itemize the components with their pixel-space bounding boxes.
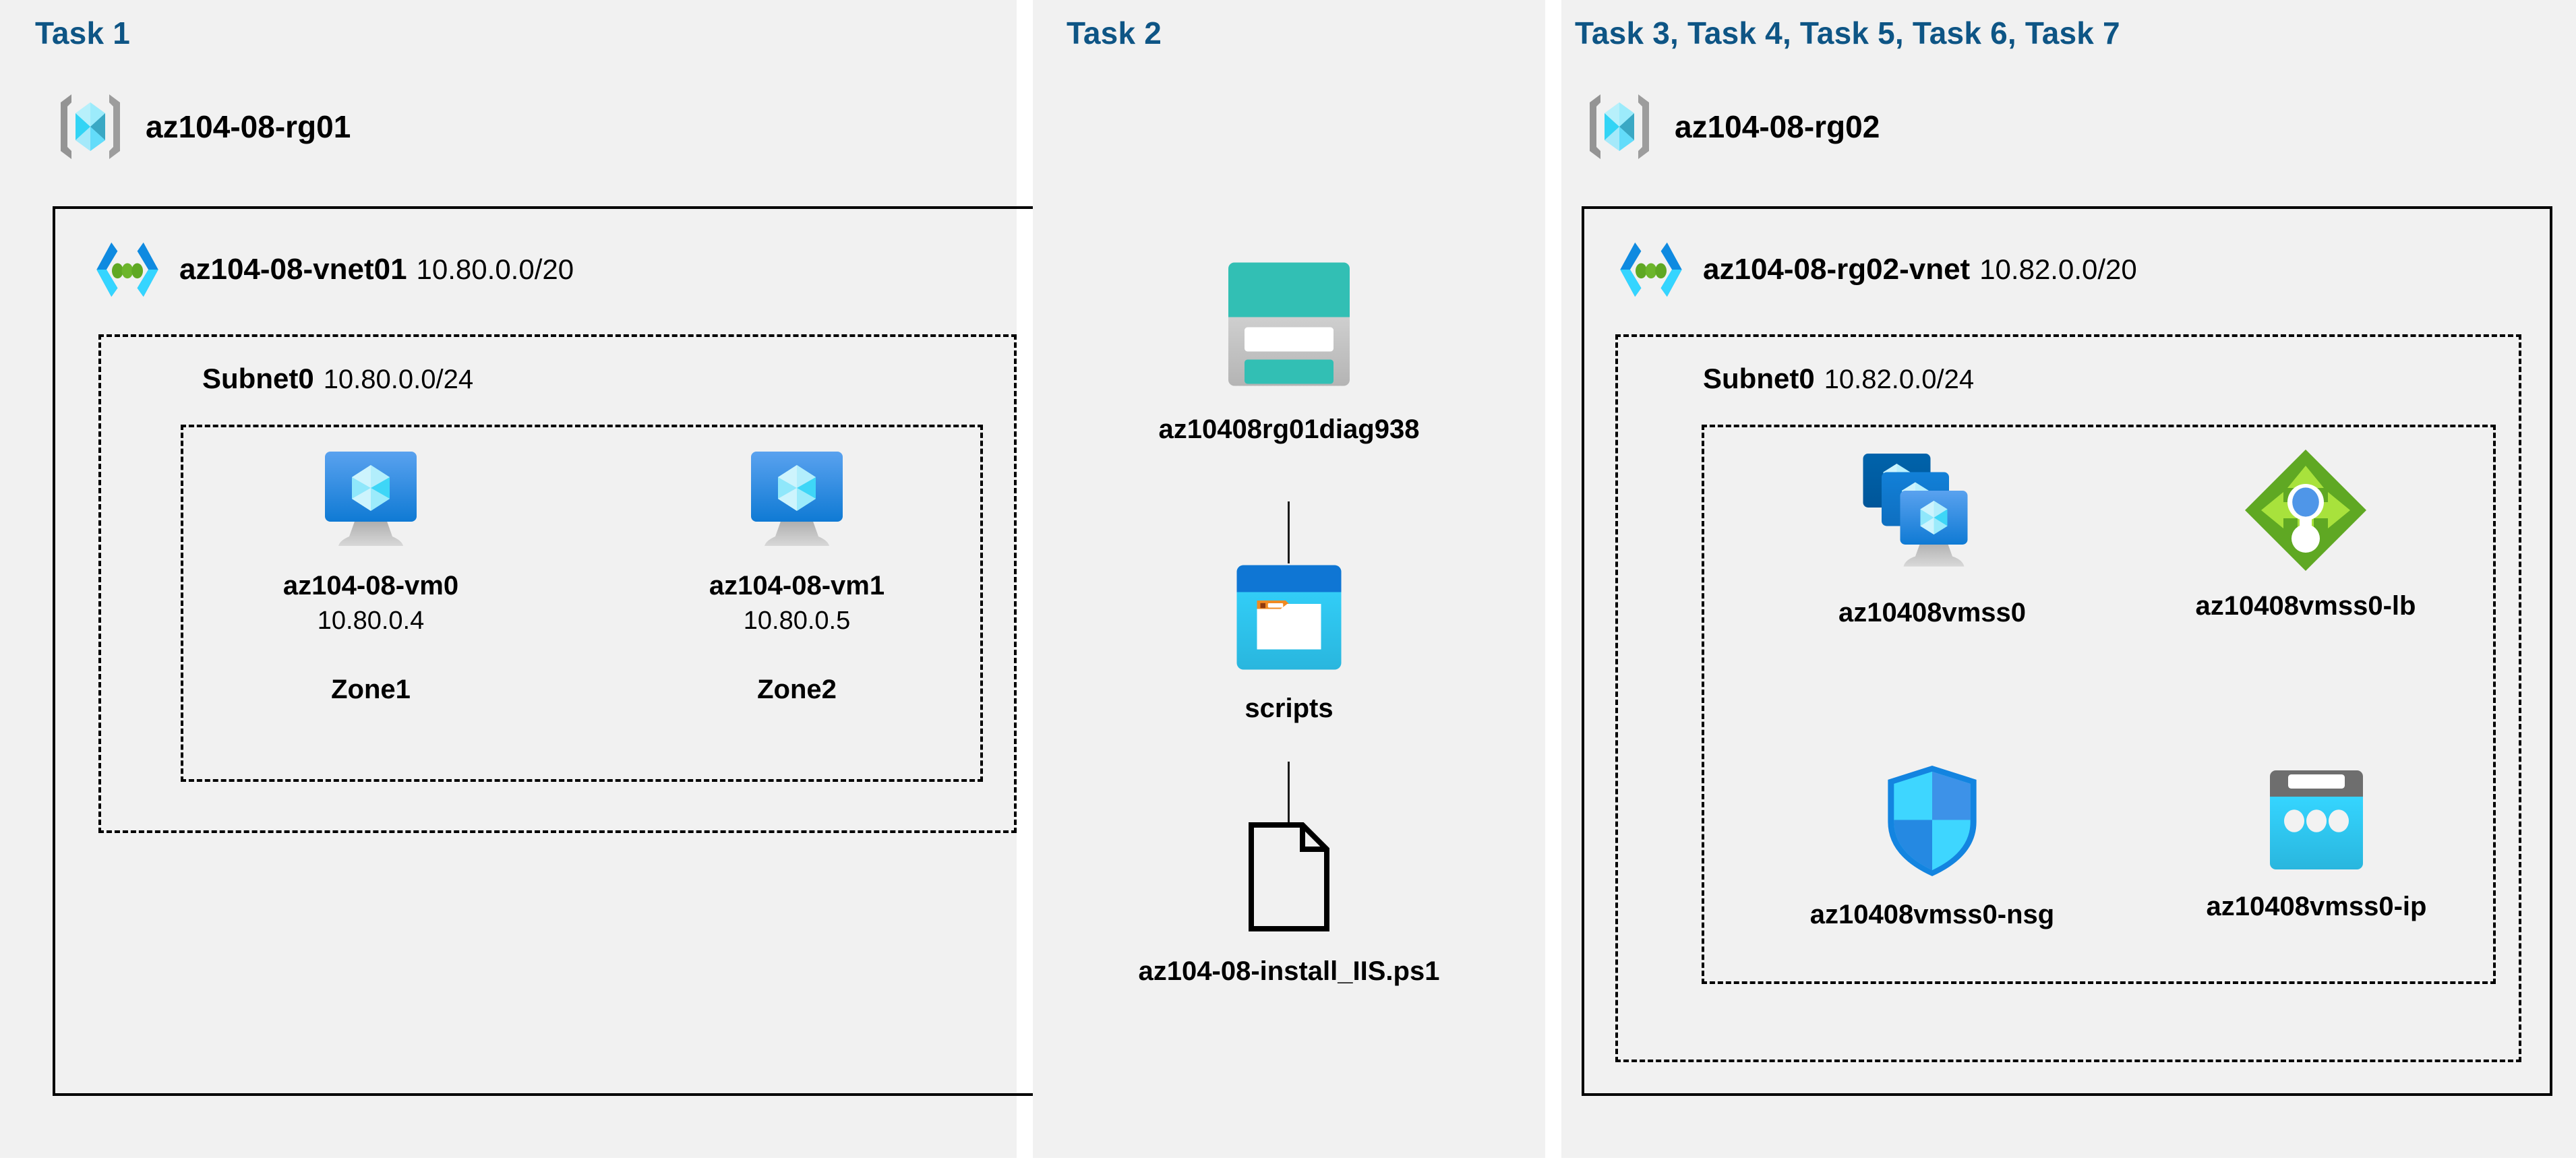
resource-group-icon xyxy=(53,89,128,164)
task3-7-vnet-box xyxy=(1582,206,2552,1096)
vmss-name: az10408vmss0 xyxy=(1838,598,2027,627)
task1-subnet-header: Subnet0 10.80.0.0/24 xyxy=(202,363,473,395)
vm-name: az104-08-vm1 xyxy=(709,571,885,601)
nsg-name: az10408vmss0-nsg xyxy=(1809,900,2055,929)
vm-scale-set-icon xyxy=(1861,450,2003,578)
vm-ip: 10.80.0.5 xyxy=(743,607,851,636)
task1-resource-group: az104-08-rg01 xyxy=(53,89,351,164)
task1-zone-box xyxy=(181,425,983,782)
blob-container-icon xyxy=(1235,563,1343,671)
subnet-cidr: 10.82.0.0/24 xyxy=(1824,365,1975,394)
vm-node-1[interactable]: az104-08-vm1 10.80.0.5 Zone2 xyxy=(696,450,898,705)
network-security-group-icon xyxy=(1882,762,1983,880)
storage-account-node[interactable]: az10408rg01diag938 xyxy=(1120,260,1458,446)
public-ip-name: az10408vmss0-ip xyxy=(2206,892,2427,921)
vm-zone: Zone2 xyxy=(757,674,837,704)
connector-storage-to-scripts xyxy=(1288,501,1290,563)
vnet-name: az104-08-rg02-vnet xyxy=(1703,253,1971,286)
vnet-cidr: 10.82.0.0/20 xyxy=(1979,253,2137,285)
vm-node-0[interactable]: az104-08-vm0 10.80.0.4 Zone1 xyxy=(270,450,472,705)
public-ip-node[interactable]: az10408vmss0-ip xyxy=(2168,768,2465,923)
subnet-name: Subnet0 xyxy=(1703,363,1815,394)
file-name: az104-08-install_IIS.ps1 xyxy=(1138,956,1440,986)
storage-account-icon xyxy=(1226,260,1352,388)
load-balancer-node[interactable]: az10408vmss0-lb xyxy=(2157,448,2454,622)
blob-container-node[interactable]: scripts xyxy=(1154,563,1424,725)
file-icon xyxy=(1246,821,1332,933)
blob-container-name: scripts xyxy=(1245,694,1334,723)
task1-panel xyxy=(0,0,1017,1158)
task3-7-resource-group: az104-08-rg02 xyxy=(1582,89,1880,164)
subnet-cidr: 10.80.0.0/24 xyxy=(323,365,474,394)
vm-ip: 10.80.0.4 xyxy=(317,607,425,636)
resource-group-label: az104-08-rg02 xyxy=(1675,109,1880,144)
task1-subnet-box xyxy=(98,334,1017,833)
subnet-name: Subnet0 xyxy=(202,363,314,394)
resource-group-label: az104-08-rg01 xyxy=(146,109,351,144)
load-balancer-icon xyxy=(2243,448,2368,573)
virtual-machine-icon xyxy=(747,450,847,551)
connector-scripts-to-file xyxy=(1288,762,1290,822)
vm-zone: Zone1 xyxy=(331,674,411,704)
load-balancer-name: az10408vmss0-lb xyxy=(2195,591,2416,621)
vm-name: az104-08-vm0 xyxy=(282,571,459,601)
vnet-name: az104-08-vnet01 xyxy=(179,253,407,286)
virtual-machine-icon xyxy=(321,450,421,551)
task3-7-subnet-header: Subnet0 10.82.0.0/24 xyxy=(1703,363,1974,395)
task3-7-panel xyxy=(1561,0,2576,1158)
vnet-cidr: 10.80.0.0/20 xyxy=(416,253,574,285)
nsg-node[interactable]: az10408vmss0-nsg xyxy=(1770,762,2094,931)
task3-7-header: Task 3, Task 4, Task 5, Task 6, Task 7 xyxy=(1575,16,2120,51)
task1-vnet-header: az104-08-vnet01 10.80.0.0/20 xyxy=(92,237,574,302)
task3-7-resource-box xyxy=(1702,425,2496,984)
file-node[interactable]: az104-08-install_IIS.ps1 xyxy=(1120,821,1458,987)
public-ip-address-icon xyxy=(2266,768,2367,873)
task3-7-subnet-box xyxy=(1615,334,2521,1062)
task1-header: Task 1 xyxy=(35,16,130,51)
virtual-network-icon xyxy=(1615,237,1687,302)
vmss-node[interactable]: az10408vmss0 xyxy=(1791,450,2074,629)
task2-header: Task 2 xyxy=(1067,16,1162,51)
storage-account-name: az10408rg01diag938 xyxy=(1158,415,1420,444)
virtual-network-icon xyxy=(92,237,163,302)
resource-group-icon xyxy=(1582,89,1657,164)
